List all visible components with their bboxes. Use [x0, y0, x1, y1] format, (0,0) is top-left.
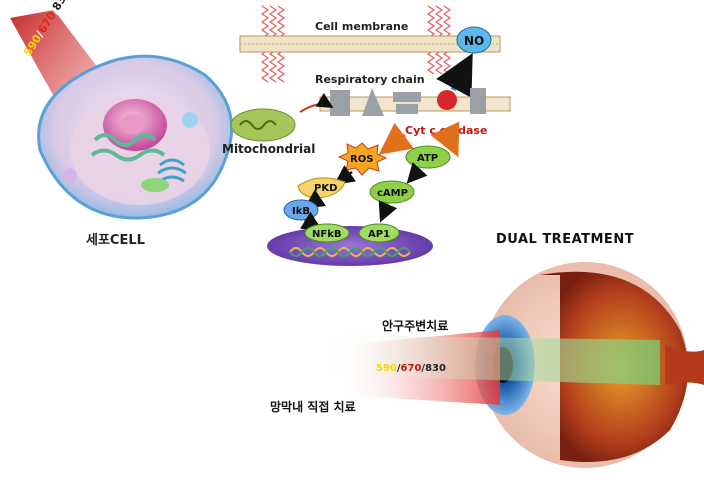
ikb-label: IkB: [292, 206, 310, 217]
arrow-atp-camp: [406, 162, 428, 184]
nucleolus: [121, 114, 145, 134]
arrow-to-ros: [378, 122, 414, 155]
dual-treatment-title: DUAL TREATMENT: [496, 232, 634, 247]
membrane-label: Cell membrane: [315, 20, 408, 33]
respiratory-complexes: [330, 88, 486, 116]
ap1-label: AP1: [368, 229, 390, 240]
camp-label: cAMP: [377, 188, 408, 199]
periocular-label: 안구주변치료: [382, 318, 448, 333]
arrow-camp-ap1: [378, 200, 398, 223]
nucleus-plate: [267, 226, 433, 266]
periocular-beam: [322, 335, 660, 385]
vesicle: [63, 168, 77, 182]
ros-label: ROS: [350, 154, 373, 165]
cell-caption: 세포CELL: [86, 233, 145, 248]
no-label: NO: [464, 34, 484, 48]
endoplasmic-reticulum: [90, 133, 166, 162]
vesicle: [182, 112, 198, 128]
cyt-c-oxidase-label: Cyt c oxidase: [405, 124, 487, 137]
eye-panel: DUAL TREATMENT 안구주변치료 590/670/830 망막내 직접…: [270, 232, 704, 468]
intraretinal-label: 망막내 직접 치료: [270, 399, 356, 414]
no-release-arrow: [436, 53, 473, 98]
arrow-to-atp: [430, 121, 460, 158]
no-molecule: [456, 26, 492, 54]
chain-connector: [299, 92, 334, 113]
pkd-label: PKD: [314, 183, 337, 194]
optic-nerve: [665, 345, 704, 385]
cell-panel: 590/670/830 세포CELL: [10, 0, 234, 248]
mitochondrion-organelle: [141, 178, 169, 192]
eye-wavelength-label: 590/670/830: [376, 363, 446, 374]
respiratory-chain-label: Respiratory chain: [315, 73, 425, 86]
nfkb-node: [304, 223, 350, 243]
ap1-node: [358, 223, 400, 243]
nfkb-label: NFkB: [312, 229, 341, 240]
atp-label: ATP: [417, 153, 438, 164]
pathway-panel: Cell membrane NO Respiratory chain Mitoc…: [222, 5, 511, 266]
mitochondrion-label: Mitochondrial: [222, 142, 315, 156]
